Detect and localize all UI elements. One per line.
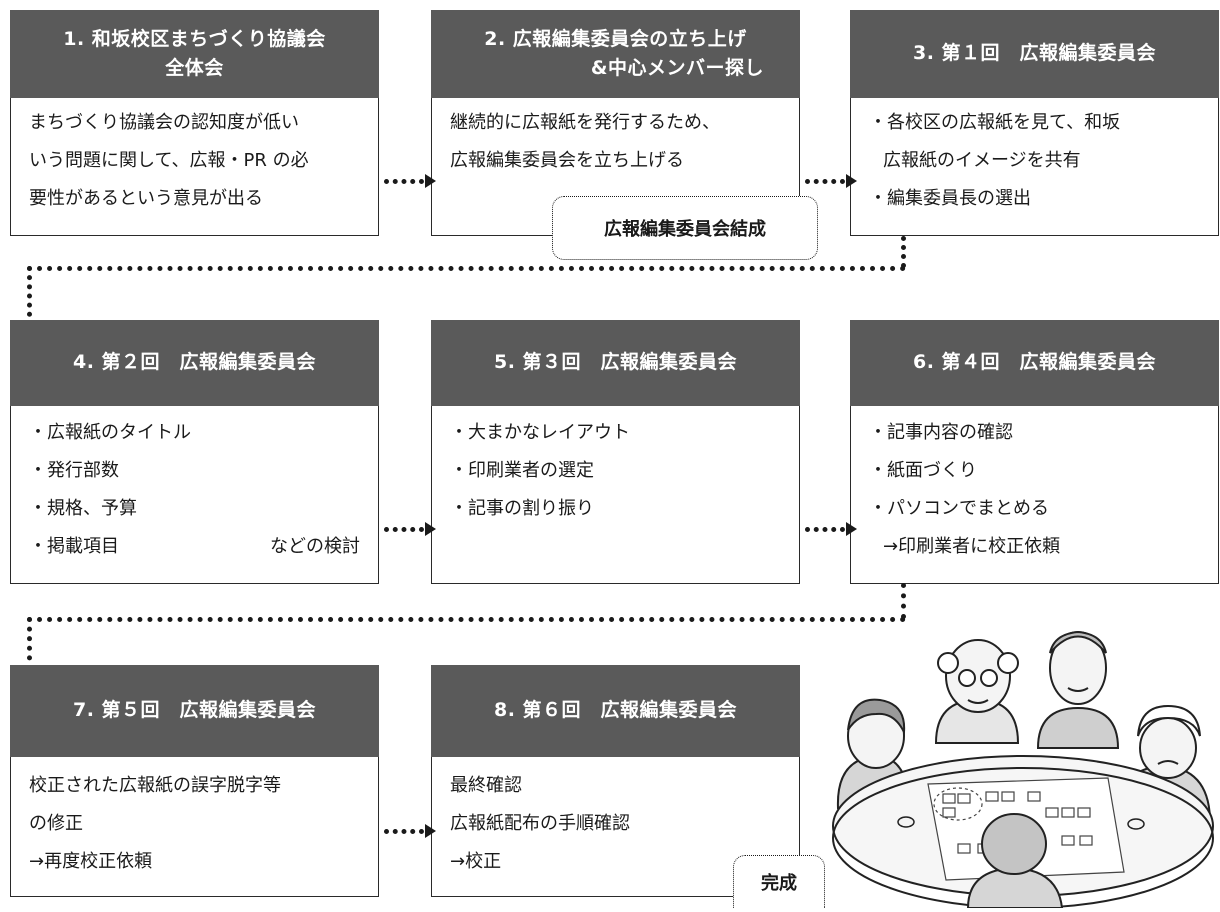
step-text: →印刷業者に校正依頼 bbox=[883, 536, 1061, 557]
step-text: いう問題に関して、広報・PR の必 bbox=[29, 150, 309, 171]
step-text: 広報編集委員会を立ち上げる bbox=[450, 150, 684, 171]
flow-arrow bbox=[805, 522, 857, 536]
step-4: 4. 第２回 広報編集委員会 ・広報紙のタイトル ・発行部数 ・規格、予算 ・掲… bbox=[10, 320, 379, 584]
flow-arrow bbox=[384, 522, 436, 536]
step-body: ・大まかなレイアウト ・印刷業者の選定 ・記事の割り振り bbox=[431, 406, 800, 584]
step-text: ・記事の割り振り bbox=[450, 498, 594, 519]
meeting-illustration-svg bbox=[832, 630, 1214, 909]
step-5: 5. 第３回 広報編集委員会 ・大まかなレイアウト ・印刷業者の選定 ・記事の割… bbox=[431, 320, 800, 584]
step-body: ・広報紙のタイトル ・発行部数 ・規格、予算 ・掲載項目 などの検討 bbox=[10, 406, 379, 584]
connector-line bbox=[27, 617, 906, 622]
step-text: ・規格、予算 bbox=[29, 498, 137, 519]
step-text: 広報紙配布の手順確認 bbox=[450, 813, 630, 834]
step-title-line: 1. 和坂校区まちづくり協議会 bbox=[63, 27, 326, 50]
step-text: 要性があるという意見が出る bbox=[29, 188, 263, 209]
step-text: 校正された広報紙の誤字脱字等 bbox=[29, 775, 281, 796]
callout-text: 広報編集委員会結成 bbox=[604, 219, 766, 240]
step-text: ・パソコンでまとめる bbox=[869, 498, 1049, 519]
step-text: 継続的に広報紙を発行するため、 bbox=[450, 112, 720, 133]
step-header: 3. 第１回 広報編集委員会 bbox=[850, 10, 1219, 98]
step-title-line: &中心メンバー探し bbox=[590, 57, 764, 79]
step-text: →再度校正依頼 bbox=[29, 851, 153, 872]
step-text: ・発行部数 bbox=[29, 460, 119, 481]
step-7: 7. 第５回 広報編集委員会 校正された広報紙の誤字脱字等 の修正 →再度校正依… bbox=[10, 665, 379, 897]
step-text: 最終確認 bbox=[450, 775, 522, 796]
step-title-line: 4. 第２回 広報編集委員会 bbox=[72, 351, 317, 374]
step-body: ・記事内容の確認 ・紙面づくり ・パソコンでまとめる →印刷業者に校正依頼 bbox=[850, 406, 1219, 584]
step-text: 広報紙のイメージを共有 bbox=[883, 150, 1081, 171]
connector-line bbox=[27, 266, 906, 271]
step-text: の修正 bbox=[29, 813, 83, 834]
step-title-line: 7. 第５回 広報編集委員会 bbox=[72, 699, 317, 722]
connector-line bbox=[901, 583, 906, 619]
step-2: 2. 広報編集委員会の立ち上げ &中心メンバー探し 継続的に広報紙を発行するため… bbox=[431, 10, 800, 236]
step-header: 8. 第６回 広報編集委員会 bbox=[431, 665, 800, 757]
step-text: まちづくり協議会の認知度が低い bbox=[29, 112, 299, 133]
step-text: →校正 bbox=[450, 851, 502, 872]
flow-arrow bbox=[384, 174, 436, 188]
step-text: ・紙面づくり bbox=[869, 460, 977, 481]
step-text: などの検討 bbox=[270, 536, 360, 557]
step-text: ・大まかなレイアウト bbox=[450, 422, 630, 443]
callout-text: 完成 bbox=[761, 873, 797, 894]
step-header: 1. 和坂校区まちづくり協議会 全体会 bbox=[10, 10, 379, 98]
formed-callout: 広報編集委員会結成 bbox=[552, 196, 818, 260]
person-front bbox=[966, 813, 1064, 909]
step-body: まちづくり協議会の認知度が低い いう問題に関して、広報・PR の必 要性があると… bbox=[10, 98, 379, 236]
flow-arrow bbox=[384, 824, 436, 838]
step-header: 4. 第２回 広報編集委員会 bbox=[10, 320, 379, 406]
step-title-line: 5. 第３回 広報編集委員会 bbox=[493, 351, 738, 374]
step-6: 6. 第４回 広報編集委員会 ・記事内容の確認 ・紙面づくり ・パソコンでまとめ… bbox=[850, 320, 1219, 584]
step-title-line: 全体会 bbox=[165, 57, 224, 79]
step-title-line: 3. 第１回 広報編集委員会 bbox=[912, 42, 1157, 65]
step-text: ・広報紙のタイトル bbox=[29, 422, 191, 443]
step-title-line: 6. 第４回 広報編集委員会 bbox=[912, 351, 1157, 374]
step-header: 6. 第４回 広報編集委員会 bbox=[850, 320, 1219, 406]
step-body: 校正された広報紙の誤字脱字等 の修正 →再度校正依頼 bbox=[10, 757, 379, 897]
person-elder-man bbox=[934, 639, 1020, 744]
connector-line bbox=[901, 236, 906, 268]
step-text-row: ・掲載項目 などの検討 bbox=[29, 528, 360, 566]
step-text: ・編集委員長の選出 bbox=[869, 188, 1031, 209]
step-text: ・各校区の広報紙を見て、和坂 bbox=[869, 112, 1121, 133]
connector-line bbox=[27, 617, 32, 670]
step-body: ・各校区の広報紙を見て、和坂 広報紙のイメージを共有 ・編集委員長の選出 bbox=[850, 98, 1219, 236]
step-header: 7. 第５回 広報編集委員会 bbox=[10, 665, 379, 757]
step-body: 最終確認 広報紙配布の手順確認 →校正 bbox=[431, 757, 800, 897]
step-header: 5. 第３回 広報編集委員会 bbox=[431, 320, 800, 406]
step-title-line: 8. 第６回 広報編集委員会 bbox=[493, 699, 738, 722]
connector-line bbox=[27, 266, 32, 326]
step-header: 2. 広報編集委員会の立ち上げ &中心メンバー探し bbox=[431, 10, 800, 98]
step-1: 1. 和坂校区まちづくり協議会 全体会 まちづくり協議会の認知度が低い いう問題… bbox=[10, 10, 379, 236]
step-text: ・掲載項目 bbox=[29, 536, 119, 557]
complete-callout: 完成 bbox=[733, 855, 825, 908]
step-title-line: 2. 広報編集委員会の立ち上げ bbox=[484, 27, 747, 50]
step-3: 3. 第１回 広報編集委員会 ・各校区の広報紙を見て、和坂 広報紙のイメージを共… bbox=[850, 10, 1219, 236]
flow-arrow bbox=[805, 174, 857, 188]
step-8: 8. 第６回 広報編集委員会 最終確認 広報紙配布の手順確認 →校正 bbox=[431, 665, 800, 897]
step-text: ・印刷業者の選定 bbox=[450, 460, 594, 481]
person-man-right bbox=[1036, 630, 1120, 749]
committee-meeting-illustration bbox=[818, 608, 1220, 909]
step-text: ・記事内容の確認 bbox=[869, 422, 1013, 443]
